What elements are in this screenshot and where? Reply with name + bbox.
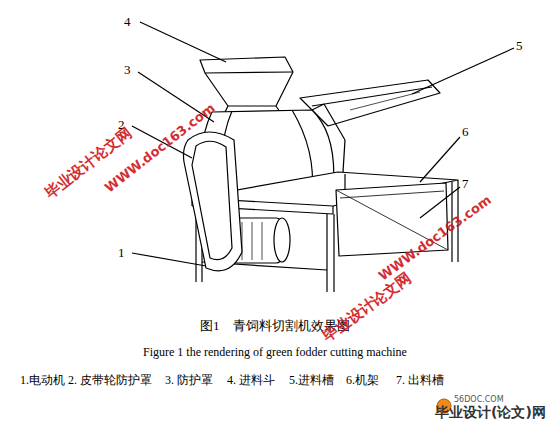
callout-number: 6 — [462, 124, 469, 140]
part-list-item: 7. 出料槽 — [396, 373, 444, 387]
part-list-item: 3. 防护罩 — [165, 373, 213, 387]
callout-number: 5 — [516, 38, 523, 54]
callout-number: 4 — [124, 14, 131, 30]
callout-number: 1 — [118, 245, 125, 261]
callout-number: 7 — [462, 176, 469, 192]
watermark: 毕业设计论文网 — [41, 124, 135, 203]
logo-text: 56DOC.COM — [454, 395, 504, 405]
part-list-item: 4. 进料斗 — [227, 373, 275, 387]
part-list-item: 6.机架 — [346, 373, 379, 387]
part-list-item: 1.电动机 — [20, 373, 65, 387]
callout-number: 3 — [124, 62, 131, 78]
part-list-item: 5.进料槽 — [289, 373, 334, 387]
english-caption: Figure 1 the rendering of green fodder c… — [143, 345, 407, 359]
logo-text: 毕业设计(论文)网 — [435, 404, 546, 421]
part-list-item: 2. 皮带轮防护罩 — [68, 373, 152, 387]
